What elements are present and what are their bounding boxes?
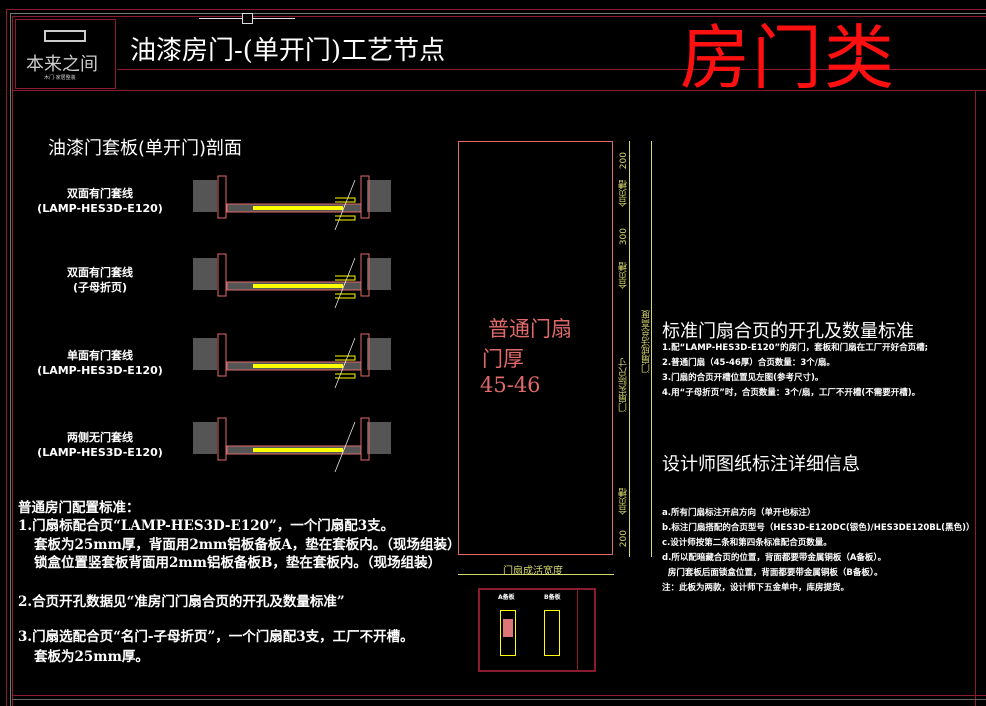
logo-subtext: 木门·家居整装 — [44, 75, 76, 81]
label-a: A备板 — [498, 594, 515, 601]
frame-right — [360, 175, 370, 219]
page-title: 油漆房门-(单开门)工艺节点 — [130, 36, 446, 66]
wall-right — [367, 338, 391, 370]
frame-right — [360, 253, 370, 297]
dim-line-outer — [651, 141, 652, 557]
section-label: 单面有门套线(LAMP-HES3D-E120) — [37, 349, 163, 377]
dim-actual-size: 门扇实际尺寸 — [619, 358, 629, 412]
door-thickness-label: 门厚 — [482, 347, 524, 371]
dim-hinge-slot: 合页槽 — [619, 262, 629, 289]
wall-left — [193, 258, 217, 290]
section-label: 双面有门套线(LAMP-HES3D-E120) — [37, 187, 163, 215]
swing-line — [334, 179, 356, 231]
swing-line — [334, 421, 356, 473]
wall-left — [193, 180, 217, 212]
hinge — [335, 355, 356, 379]
frame-top-inner — [10, 13, 986, 14]
door-core — [253, 448, 343, 452]
door-thickness-value: 45-46 — [480, 373, 541, 397]
designer-title: 设计师图纸标注详细信息 — [662, 454, 860, 475]
category-title: 房门类 — [680, 17, 896, 99]
door-core — [253, 364, 343, 368]
frame-left — [6, 9, 7, 706]
frame-left — [217, 417, 227, 461]
backing-plate-thumbnail[interactable]: A备板 B备板 — [478, 588, 596, 672]
section-label: 双面有门套线(子母折页) — [67, 266, 133, 294]
config-item: 套板为25mm厚。 — [34, 649, 149, 665]
bottom-line-2 — [12, 699, 986, 700]
logo-text: 本来之间 — [26, 54, 98, 75]
frame-left-inner — [10, 13, 11, 706]
bottom-line-1 — [12, 695, 986, 696]
frame-top — [6, 9, 986, 10]
door-section-drawings — [193, 175, 391, 473]
frame-left — [217, 253, 227, 297]
hinge — [335, 275, 356, 299]
hinge-standard-list: 1.配“LAMP-HES3D-E120”的房门，套板和门扇在工厂开好合页槽;2.… — [662, 343, 929, 398]
grip-handle[interactable] — [242, 13, 253, 24]
hinge — [335, 197, 356, 221]
frame-left — [217, 333, 227, 377]
door-elevation — [458, 141, 613, 555]
header-divider — [117, 69, 986, 70]
door-height-label: 门扇成活总高度 — [642, 310, 652, 373]
door-label: 普通门扇 — [488, 317, 572, 341]
header-bottom — [12, 90, 986, 91]
wall-left — [193, 338, 217, 370]
wall-right — [367, 258, 391, 290]
config-item: 3.门扇选配合页“名门-子母折页”，一个门扇配3支，工厂不开槽。 — [18, 629, 414, 645]
dim-line-inner — [629, 141, 630, 557]
door-core — [253, 284, 343, 288]
dim-hinge-slot: 合页槽 — [619, 180, 629, 207]
frame-top-2 — [12, 16, 986, 17]
frame-right — [360, 333, 370, 377]
config-title: 普通房门配置标准： — [18, 500, 140, 516]
wall-right — [367, 180, 391, 212]
plate-b — [544, 610, 560, 656]
plate-a — [500, 610, 516, 656]
door-core — [253, 206, 343, 210]
frame-right — [975, 90, 976, 706]
swing-line — [334, 257, 356, 309]
swing-line — [334, 337, 356, 389]
label-b: B备板 — [544, 594, 561, 601]
section-label: 两侧无门套线(LAMP-HES3D-E120) — [37, 431, 163, 459]
config-item: 套板为25mm厚，背面用2mm铝板备板A，垫在套板内。（现场组装） — [34, 537, 461, 553]
section-title: 油漆门套板(单开门)剖面 — [48, 138, 243, 159]
door-width-label: 门扇成活宽度 — [503, 566, 563, 577]
title-block — [577, 590, 594, 670]
config-item: 2.合页开孔数据见“准房门门扇合页的开孔及数量标准” — [18, 594, 345, 610]
wall-right — [367, 422, 391, 454]
frame-left — [217, 175, 227, 219]
dim-300: 300 — [619, 228, 629, 246]
hinge-standard-title: 标准门扇合页的开孔及数量标准 — [662, 321, 914, 342]
dim-200-bottom: 200 — [619, 530, 629, 548]
frame-right — [360, 417, 370, 461]
config-item: 锁盒位置竖套板背面用2mm铝板备板B，垫在套板内。（现场组装） — [34, 555, 442, 571]
dim-200-top: 200 — [619, 152, 629, 170]
logo-box: 本来之间 木门·家居整装 — [15, 19, 116, 89]
config-item: 1.门扇标配合页“LAMP-HES3D-E120”，一个门扇配3支。 — [18, 518, 395, 534]
designer-list: a.所有门扇标注开启方向（单开也标注）b.标注门扇搭配的合页型号（HES3D-E… — [662, 508, 975, 593]
logo-icon — [44, 30, 86, 42]
wall-left — [193, 422, 217, 454]
dim-hinge-slot: 合页槽 — [619, 488, 629, 515]
frame-left-2 — [12, 16, 13, 706]
dim-line-width — [458, 574, 614, 575]
